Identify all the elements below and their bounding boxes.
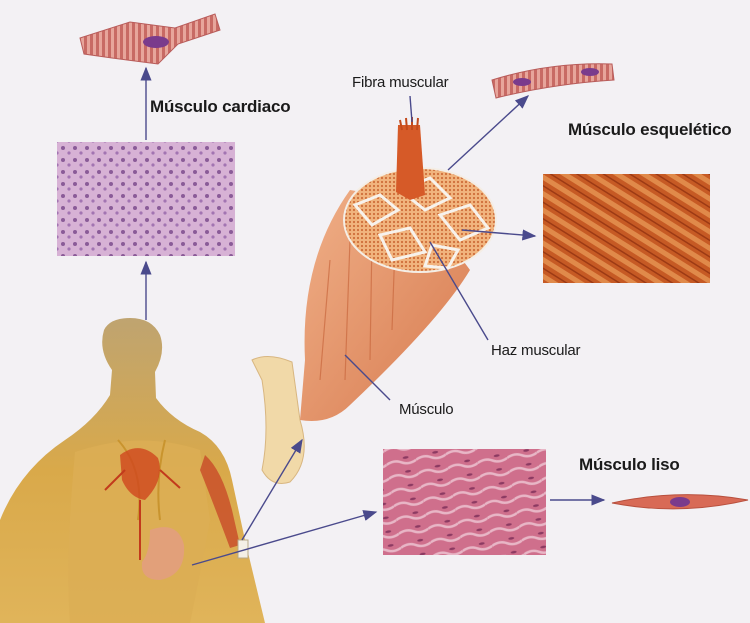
label-smooth-muscle: Músculo liso <box>579 455 680 475</box>
label-cardiac-muscle: Músculo cardiaco <box>150 97 290 117</box>
muscle-illustration <box>252 117 496 484</box>
label-muscle-fiber: Fibra muscular <box>352 74 448 91</box>
label-muscle-bundle: Haz muscular <box>491 342 580 359</box>
cardiac-tissue-image <box>57 142 235 256</box>
human-figure <box>0 318 265 623</box>
skeletal-fiber-illustration <box>492 64 614 98</box>
label-muscle: Músculo <box>399 401 453 418</box>
label-skeletal-muscle: Músculo esquelético <box>568 120 731 140</box>
cardiac-cell-illustration <box>80 14 220 64</box>
skeletal-tissue-image <box>543 174 710 283</box>
smooth-cell-illustration <box>612 495 748 509</box>
smooth-tissue-image <box>383 449 546 555</box>
